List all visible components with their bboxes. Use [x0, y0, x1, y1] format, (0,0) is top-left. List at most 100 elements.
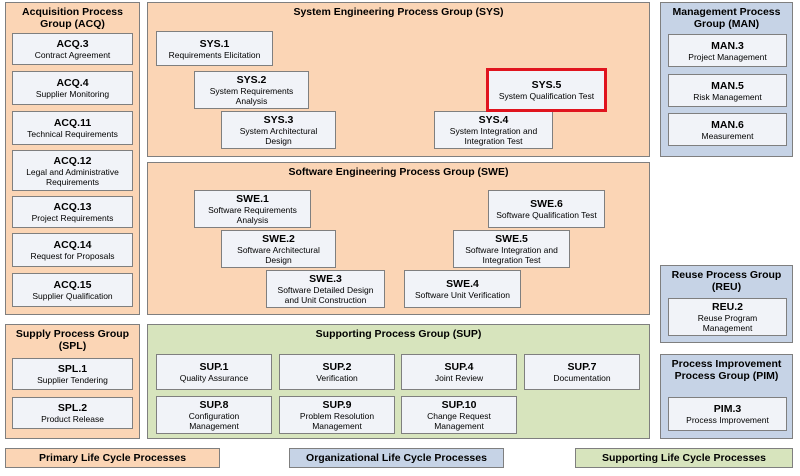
sup-group-title: Supporting Process Group (SUP): [315, 328, 482, 340]
process-id: ACQ.11: [53, 117, 92, 129]
process-name: Problem Resolution Management: [299, 411, 375, 431]
process-box-pim-3[interactable]: PIM.3 Process Improvement: [668, 397, 787, 431]
process-name: Supplier Tendering: [37, 375, 108, 385]
legend-primary: Primary Life Cycle Processes: [5, 448, 220, 468]
process-box-acq-4[interactable]: ACQ.4 Supplier Monitoring: [12, 71, 133, 105]
process-box-swe-2[interactable]: SWE.2 Software Architectural Design: [221, 230, 336, 268]
sys-group: System Engineering Process Group (SYS) S…: [147, 2, 650, 157]
reu-group: Reuse Process Group (REU) REU.2 Reuse Pr…: [660, 265, 793, 343]
sys-group-title: System Engineering Process Group (SYS): [293, 6, 504, 18]
process-box-sys-3[interactable]: SYS.3 System Architectural Design: [221, 111, 336, 149]
process-name: Supplier Qualification: [32, 291, 113, 301]
process-name: Technical Requirements: [27, 129, 118, 139]
process-box-reu-2[interactable]: REU.2 Reuse Program Management: [668, 298, 787, 336]
process-name: Project Requirements: [31, 213, 114, 223]
process-id: SYS.5: [531, 79, 562, 91]
process-id: SYS.2: [236, 74, 267, 86]
process-id: SUP.1: [199, 361, 229, 373]
process-name: Product Release: [41, 414, 104, 424]
process-box-sys-2[interactable]: SYS.2 System Requirements Analysis: [194, 71, 309, 109]
process-box-sys-5[interactable]: SYS.5 System Qualification Test: [486, 68, 607, 112]
process-box-sys-4[interactable]: SYS.4 System Integration and Integration…: [434, 111, 553, 149]
acq-group-title: Acquisition Process Group (ACQ): [22, 6, 123, 30]
process-name: Change Request Management: [427, 411, 491, 431]
process-name: Software Detailed Design and Unit Constr…: [277, 285, 374, 305]
process-box-man-5[interactable]: MAN.5 Risk Management: [668, 74, 787, 107]
spl-group-title: Supply Process Group (SPL): [15, 328, 130, 352]
process-id: SWE.6: [530, 198, 563, 210]
process-box-sup-9[interactable]: SUP.9 Problem Resolution Management: [279, 396, 395, 434]
process-box-sup-4[interactable]: SUP.4 Joint Review: [401, 354, 517, 390]
process-box-swe-1[interactable]: SWE.1 Software Requirements Analysis: [194, 190, 311, 228]
process-box-swe-5[interactable]: SWE.5 Software Integration and Integrati…: [453, 230, 570, 268]
process-box-sup-8[interactable]: SUP.8 Configuration Management: [156, 396, 272, 434]
process-box-sup-2[interactable]: SUP.2 Verification: [279, 354, 395, 390]
process-box-sys-1[interactable]: SYS.1 Requirements Elicitation: [156, 31, 273, 66]
man-group: Management Process Group (MAN) MAN.3 Pro…: [660, 2, 793, 157]
process-name: Supplier Monitoring: [35, 89, 110, 99]
process-name: Software Architectural Design: [237, 245, 320, 265]
process-name: Project Management: [688, 51, 767, 62]
process-id: ACQ.15: [53, 279, 92, 291]
process-name: System Requirements Analysis: [209, 86, 294, 106]
process-box-spl-1[interactable]: SPL.1 Supplier Tendering: [12, 358, 133, 390]
process-id: MAN.3: [711, 39, 744, 52]
process-name: Legal and Administrative Requirements: [26, 166, 119, 187]
process-id: SUP.9: [322, 399, 352, 411]
process-name: Process Improvement: [686, 415, 769, 425]
process-id: SUP.2: [322, 361, 352, 373]
swe-group: Software Engineering Process Group (SWE)…: [147, 162, 650, 315]
process-name: Quality Assurance: [179, 373, 249, 383]
process-box-sup-1[interactable]: SUP.1 Quality Assurance: [156, 354, 272, 390]
process-name: Joint Review: [434, 373, 484, 383]
process-id: SUP.4: [444, 361, 474, 373]
process-box-sup-10[interactable]: SUP.10 Change Request Management: [401, 396, 517, 434]
process-id: MAN.6: [711, 118, 744, 131]
spl-group: Supply Process Group (SPL) SPL.1 Supplie…: [5, 324, 140, 439]
process-name: Measurement: [701, 130, 754, 141]
process-id: SYS.1: [199, 37, 230, 50]
legend-supporting: Supporting Life Cycle Processes: [575, 448, 793, 468]
process-id: ACQ.3: [56, 38, 89, 50]
process-box-acq-3[interactable]: ACQ.3 Contract Agreement: [12, 33, 133, 65]
process-name: System Integration and Integration Test: [449, 126, 538, 146]
process-box-spl-2[interactable]: SPL.2 Product Release: [12, 397, 133, 429]
process-name: Request for Proposals: [30, 251, 115, 261]
process-box-swe-6[interactable]: SWE.6 Software Qualification Test: [488, 190, 605, 228]
process-box-man-3[interactable]: MAN.3 Project Management: [668, 34, 787, 67]
process-id: ACQ.13: [53, 201, 92, 213]
reu-group-title: Reuse Process Group (REU): [671, 269, 782, 293]
process-box-acq-15[interactable]: ACQ.15 Supplier Qualification: [12, 273, 133, 307]
process-id: SWE.2: [262, 233, 295, 245]
process-name: Software Integration and Integration Tes…: [465, 245, 558, 265]
process-box-man-6[interactable]: MAN.6 Measurement: [668, 113, 787, 146]
process-id: ACQ.4: [56, 77, 89, 89]
process-box-sup-7[interactable]: SUP.7 Documentation: [524, 354, 640, 390]
process-box-acq-12[interactable]: ACQ.12 Legal and Administrative Requirem…: [12, 150, 133, 191]
legend-organizational: Organizational Life Cycle Processes: [289, 448, 504, 468]
process-name: System Architectural Design: [239, 126, 318, 146]
process-box-swe-4[interactable]: SWE.4 Software Unit Verification: [404, 270, 521, 308]
process-box-acq-13[interactable]: ACQ.13 Project Requirements: [12, 196, 133, 228]
process-id: ACQ.14: [53, 239, 92, 251]
process-id: SUP.10: [441, 399, 477, 411]
process-name: System Qualification Test: [498, 91, 595, 101]
process-id: MAN.5: [711, 79, 744, 92]
process-name: Software Unit Verification: [415, 290, 510, 300]
process-box-swe-3[interactable]: SWE.3 Software Detailed Design and Unit …: [266, 270, 385, 308]
process-name: Requirements Elicitation: [168, 49, 261, 60]
process-name: Contract Agreement: [34, 50, 111, 60]
process-box-acq-11[interactable]: ACQ.11 Technical Requirements: [12, 111, 133, 145]
process-id: SPL.1: [57, 363, 88, 375]
sup-group: Supporting Process Group (SUP) SUP.1 Qua…: [147, 324, 650, 439]
pim-group: Process Improvement Process Group (PIM) …: [660, 354, 793, 439]
process-id: SWE.3: [309, 273, 342, 285]
process-id: SWE.5: [495, 233, 528, 245]
process-box-acq-14[interactable]: ACQ.14 Request for Proposals: [12, 233, 133, 267]
pim-group-title: Process Improvement Process Group (PIM): [671, 358, 782, 382]
process-id: ACQ.12: [53, 154, 92, 167]
process-name: Software Requirements Analysis: [208, 205, 297, 225]
process-name: Configuration Management: [188, 411, 240, 431]
process-id: PIM.3: [713, 403, 742, 415]
process-name: Reuse Program Management: [697, 313, 758, 333]
